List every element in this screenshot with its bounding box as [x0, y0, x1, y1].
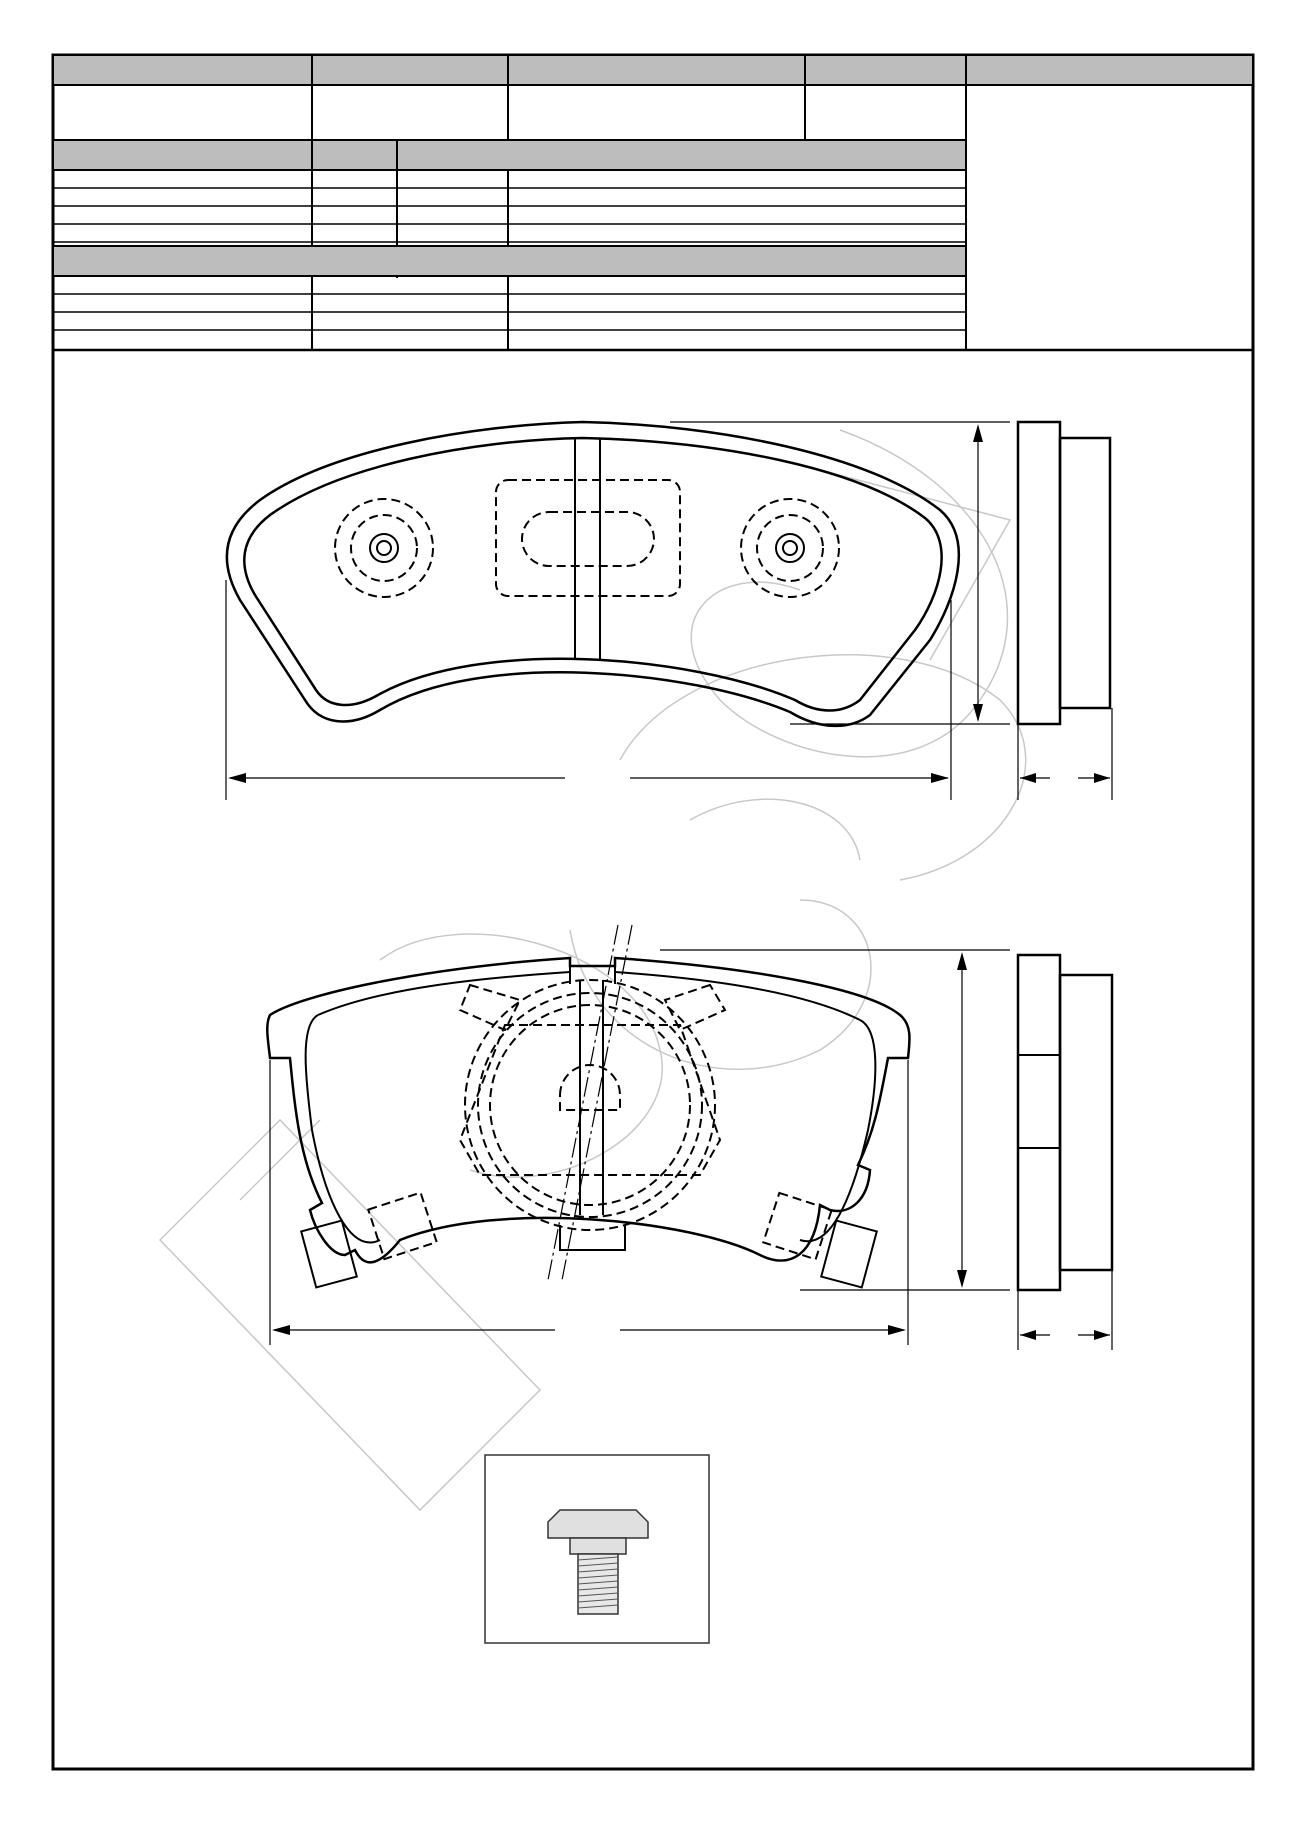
brake-pad-front-view [225, 420, 961, 728]
section-b [52, 245, 967, 331]
dimensions-view-1 [225, 421, 1010, 800]
dimensions-view-3 [269, 949, 1010, 1345]
header-row [52, 54, 1254, 350]
title-block [52, 54, 1254, 352]
brake-pad-side-view [1016, 420, 1113, 800]
section-a [52, 139, 967, 350]
mounting-pin-detail [484, 1454, 710, 1644]
brake-pad-rear-side-view [1016, 953, 1114, 1350]
brake-pad-rear-view [266, 924, 911, 1289]
logo-watermark [158, 429, 1027, 1512]
